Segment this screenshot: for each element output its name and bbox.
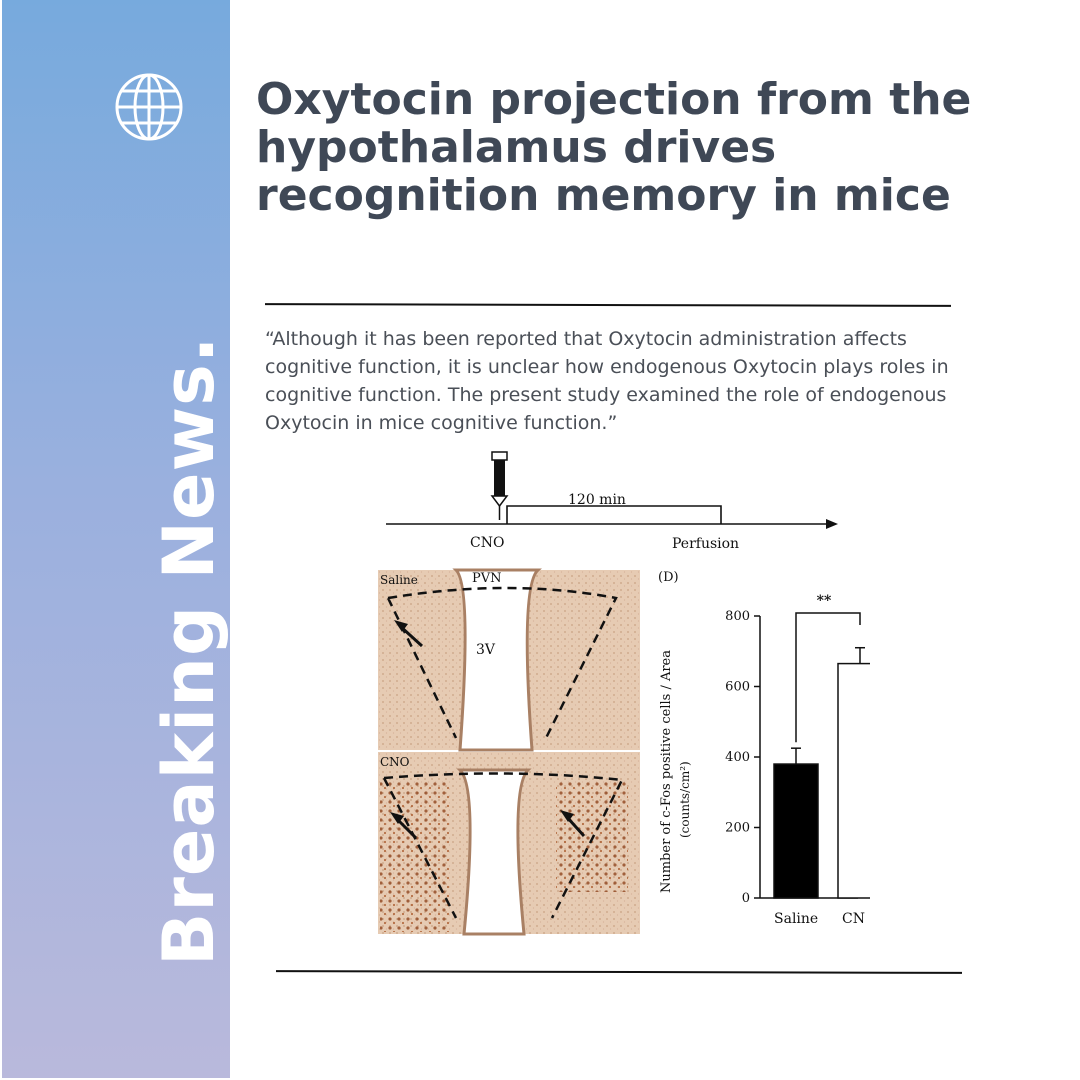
breaking-news-title: Breaking News. xyxy=(148,335,230,966)
micrograph-region-label: PVN xyxy=(472,571,502,586)
timeline-start-label: CNO xyxy=(470,535,504,551)
timeline-end-label: Perfusion xyxy=(672,536,739,552)
chart-significance-label: ** xyxy=(817,593,832,609)
micrograph-top-label: Saline xyxy=(380,573,418,587)
chart-ylabel-line2: (counts/cm²) xyxy=(678,761,692,838)
chart-ytick-label: 400 xyxy=(725,750,750,765)
micrograph-ventricle-label: 3V xyxy=(476,642,496,658)
micrograph-saline: Saline PVN 3V xyxy=(378,568,640,752)
micrograph-cno: CNO xyxy=(378,752,640,936)
chart-category-label: Saline xyxy=(774,911,818,927)
chart-panel-label: (D) xyxy=(658,570,679,585)
chart-ytick-label: 200 xyxy=(725,821,750,836)
sidebar-banner: Breaking News. xyxy=(2,0,230,1078)
divider-bottom xyxy=(275,970,963,974)
cfos-bar-chart: (D) Number of c-Fos positive cells / Are… xyxy=(658,570,870,927)
article-headline: Oxytocin projection from the hypothalamu… xyxy=(256,74,972,221)
chart-category-label: CN xyxy=(842,911,865,927)
chart-bar xyxy=(773,763,819,899)
syringe-icon xyxy=(490,451,509,520)
chart-ytick-label: 0 xyxy=(742,891,750,906)
article-quote: “Although it has been reported that Oxyt… xyxy=(265,328,949,434)
chart-significance-bracket xyxy=(795,612,861,743)
research-figure: 120 min CNO Perfusion Saline PVN 3V CNO xyxy=(360,448,870,948)
chart-ylabel-line1: Number of c-Fos positive cells / Area xyxy=(659,650,674,893)
chart-bar xyxy=(837,662,870,899)
divider-top xyxy=(264,303,952,307)
globe-icon xyxy=(115,73,183,141)
chart-ytick-label: 800 xyxy=(725,609,750,624)
timeline-duration-label: 120 min xyxy=(568,492,626,508)
figure-svg: 120 min CNO Perfusion Saline PVN 3V CNO xyxy=(378,451,870,936)
chart-ytick-label: 600 xyxy=(725,680,750,695)
experiment-timeline: 120 min CNO Perfusion xyxy=(386,451,838,552)
micrograph-bottom-label: CNO xyxy=(380,755,410,769)
